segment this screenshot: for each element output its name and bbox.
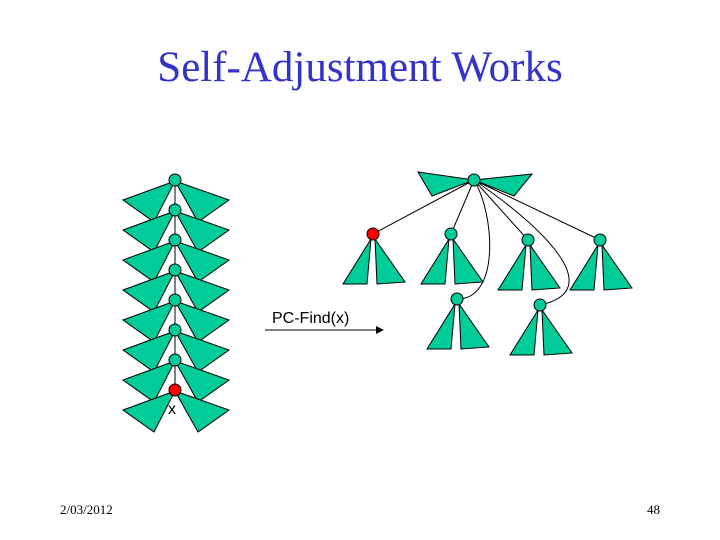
chain-node [168,173,182,187]
subtree-triangle-right [374,237,406,285]
subtree-triangle-right [173,210,231,253]
subtree-triangle-right [173,240,231,283]
tree-node [593,233,607,247]
subtree-triangle-right [173,330,231,373]
node-x [366,227,380,241]
subtree-triangle-left [342,238,372,285]
subtree-triangle-left [121,240,177,283]
tree-node [444,227,458,241]
subtree-triangle-left [426,303,456,350]
subtree-triangle-right [601,243,633,291]
subtree-triangle-left [497,244,527,291]
edge-root-c2 [450,179,475,235]
subtree-triangle-right [173,180,231,223]
edge-root-c3 [473,179,529,241]
slide-page-number: 48 [647,502,660,517]
node-x [168,383,182,397]
subtree-triangle-left [121,210,177,253]
chain-node [168,293,182,307]
root-node [467,173,481,187]
edge-root-c6 [473,179,570,306]
chain-node [168,263,182,277]
subtree-triangle-right [452,237,484,285]
subtree-triangle-left [509,309,539,356]
subtree-triangle-right [541,308,573,356]
subtree-triangle-left [121,390,177,433]
edge-root-c5 [456,179,491,300]
node-x-label: x [168,401,176,418]
subtree-triangle-left [121,270,177,313]
subtree-triangle-right [173,300,231,343]
subtree-triangle-right [529,243,561,291]
slide-date: 2/03/2012 [60,502,113,517]
subtree-triangle-right [173,270,231,313]
subtree-triangle-left [420,238,450,285]
chain-node [168,233,182,247]
subtree-triangle-left [121,360,177,403]
subtree-triangle-right [173,360,231,403]
chain-node [168,323,182,337]
edge-root-c4 [473,179,601,241]
slide-title: Self-Adjustment Works [157,44,563,91]
tree-after [342,171,633,356]
subtree-triangle-left [121,180,177,223]
edge-root-x [372,179,475,235]
subtree-triangle-left [121,330,177,373]
subtree-triangle-left [569,244,599,291]
tree-node [521,233,535,247]
chain-before [121,173,231,433]
root-subtree-right [473,173,534,197]
root-subtree-left [417,171,476,197]
tree-node [533,298,547,312]
subtree-triangle-right [173,390,231,433]
chain-node [168,353,182,367]
subtree-triangle-left [121,300,177,343]
tree-node [450,292,464,306]
chain-node [168,203,182,217]
pc-find-label: PC-Find(x) [272,310,349,327]
subtree-triangle-right [458,302,490,350]
